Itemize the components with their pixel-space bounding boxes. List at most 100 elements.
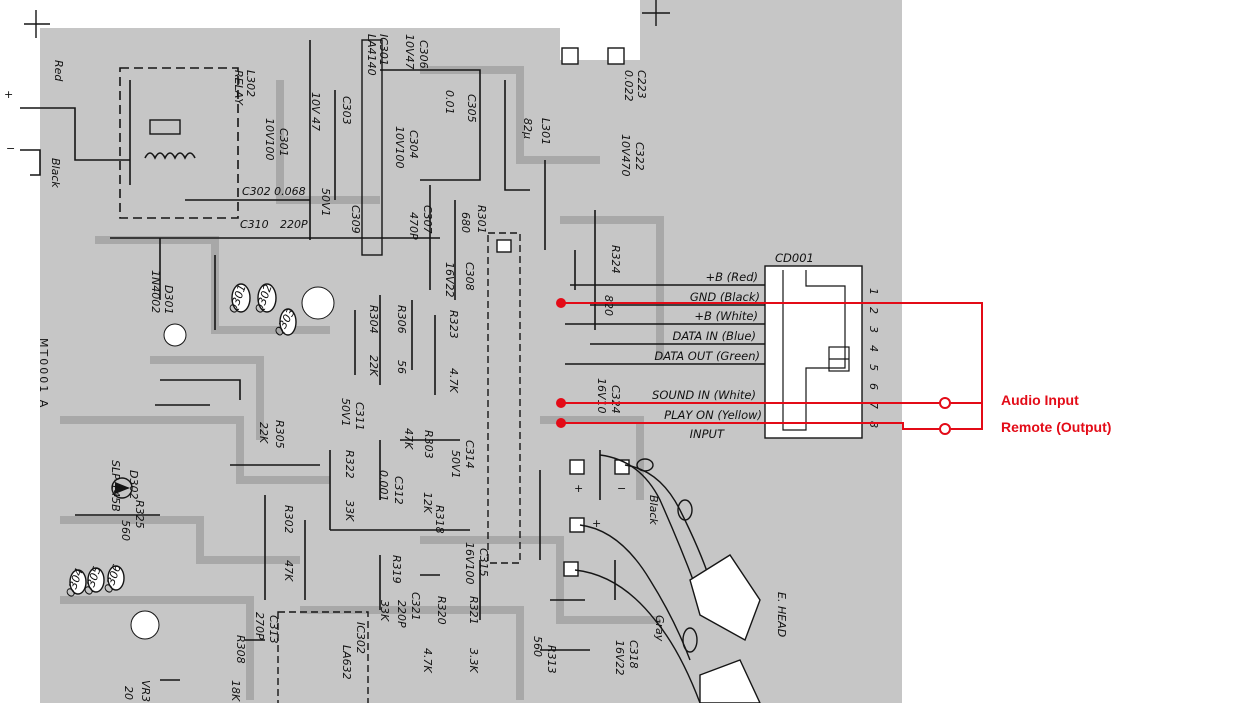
label-c301: C301 <box>277 128 290 157</box>
label-c314: C314 <box>463 440 476 469</box>
label-vr: VR3 <box>139 680 152 702</box>
mounting-holes <box>130 286 335 640</box>
red-dot-play <box>556 418 566 428</box>
label-c310: C310 <box>240 218 269 231</box>
red-dots <box>556 298 566 428</box>
label-r323: R323 <box>447 310 460 339</box>
red-annotations <box>561 302 983 435</box>
label-c305: C305 <box>465 94 478 123</box>
label-cable-gray: Gray <box>653 615 666 642</box>
q303-body <box>279 308 297 336</box>
transistors <box>69 283 297 595</box>
label-ic301-part: LA4140 <box>365 34 378 76</box>
connector-pin-label-2: GND (Black) <box>690 290 760 304</box>
label-c303-val: 10V 47 <box>309 92 322 131</box>
label-r320-val: 4.7K <box>421 648 434 673</box>
red-remote-line <box>561 422 939 430</box>
label-d301: D301 <box>162 285 175 314</box>
label-r305: R305 <box>273 420 286 449</box>
label-r313: R313 <box>545 645 558 674</box>
label-c321-val: 220P <box>395 600 408 628</box>
label-r324: R324 <box>609 245 622 274</box>
label-r301-val: 680 <box>459 212 472 233</box>
label-red: Red <box>52 60 65 82</box>
label-cable-black: Black <box>647 495 660 525</box>
connector-input-label: INPUT <box>690 427 725 441</box>
label-c324: C324 <box>609 385 622 414</box>
label-r305-val: 22K <box>257 422 270 444</box>
q302-body <box>257 283 277 313</box>
label-r320: R320 <box>435 596 448 625</box>
label-black: Black <box>49 158 62 188</box>
label-c314-val: 50V1 <box>449 450 462 479</box>
audio-input-jack <box>939 397 951 409</box>
label-r313-val: 560 <box>531 636 544 657</box>
label-c308: C308 <box>463 262 476 291</box>
label-c322-val: 10V470 <box>619 134 632 177</box>
board-paper-margin <box>0 0 40 703</box>
label-r304-val: 22K <box>367 355 380 377</box>
registration-marks <box>24 0 670 38</box>
label-r318: R318 <box>433 505 446 534</box>
remote-output-jack <box>939 423 951 435</box>
label-c312: C312 <box>392 476 405 505</box>
label-r306: R306 <box>395 305 408 334</box>
label-c313-val: 270P <box>253 612 266 640</box>
connector-pin-num-2: 2 <box>867 307 880 314</box>
label-r325-val: 560 <box>119 520 132 541</box>
connector-pin-label-4: DATA IN (Blue) <box>673 329 756 343</box>
led-d302 <box>111 477 133 499</box>
label-c305-val: 0.01 <box>443 90 456 115</box>
label-r323-val: 4.7K <box>447 368 460 393</box>
label-c312-val: 0.001 <box>377 470 390 502</box>
label-r301: R301 <box>475 205 488 234</box>
connector-title: CD001 <box>775 251 814 265</box>
label-c318: C318 <box>627 640 640 669</box>
label-c306-val: 10V47 <box>403 34 416 70</box>
connector-pin-num-6: 6 <box>867 383 880 390</box>
remote-output-label: Remote (Output) <box>1001 419 1111 435</box>
label-r306-val: 56 <box>395 360 408 374</box>
connector-inner <box>782 270 846 431</box>
terminal-pads <box>496 47 630 577</box>
label-r325: R325 <box>133 500 146 529</box>
relay-l302 <box>119 67 239 219</box>
label-r321-val: 3.3K <box>467 648 480 673</box>
connector-cd001: CD001 <box>764 251 863 439</box>
label-c308-val: 16V22 <box>443 262 456 298</box>
label-c324-val: 16V10 <box>595 378 608 414</box>
label-vr-val: 20 <box>122 686 135 700</box>
label-c304: C304 <box>407 130 420 159</box>
q305-body <box>87 567 105 593</box>
connector-pin-num-3: 3 <box>867 326 880 333</box>
label-r308: R308 <box>234 635 247 664</box>
connector-labels: +B (Red) GND (Black) +B (White) DATA IN … <box>652 270 880 441</box>
label-r303-val: 47K <box>402 428 415 450</box>
connector-pin-num-7: 7 <box>867 402 880 409</box>
connector-pin-label-7: SOUND IN (White) <box>652 388 756 402</box>
q304-body <box>69 569 87 595</box>
label-plus-left: + <box>4 88 13 101</box>
q306-body <box>107 565 125 591</box>
board-model-label: MT0001 A <box>37 338 50 409</box>
red-dot-gnd <box>556 298 566 308</box>
label-l301: L301 <box>539 118 552 145</box>
board-labels: MT0001 A Red Black + − L302 RELAY IC301 … <box>4 34 788 702</box>
label-c321: C321 <box>409 592 422 621</box>
label-r321: R321 <box>467 596 480 625</box>
label-ic301: IC301 <box>377 34 390 66</box>
label-l301-val: 82μ <box>521 118 534 139</box>
label-c306: C306 <box>417 40 430 69</box>
board-area <box>40 28 902 703</box>
label-r304: R304 <box>367 305 380 334</box>
connector-pin-num-4: 4 <box>867 345 880 352</box>
label-c310-val: 220P <box>280 218 308 231</box>
board-edge-tab <box>640 0 902 28</box>
label-c223: C223 <box>635 70 648 99</box>
label-plus-pad-3: + <box>592 517 601 530</box>
label-c311-val: 50V1 <box>339 398 352 427</box>
label-c313: C313 <box>267 615 280 644</box>
label-c304-val: 10V100 <box>393 126 406 169</box>
head-cable <box>574 454 761 703</box>
